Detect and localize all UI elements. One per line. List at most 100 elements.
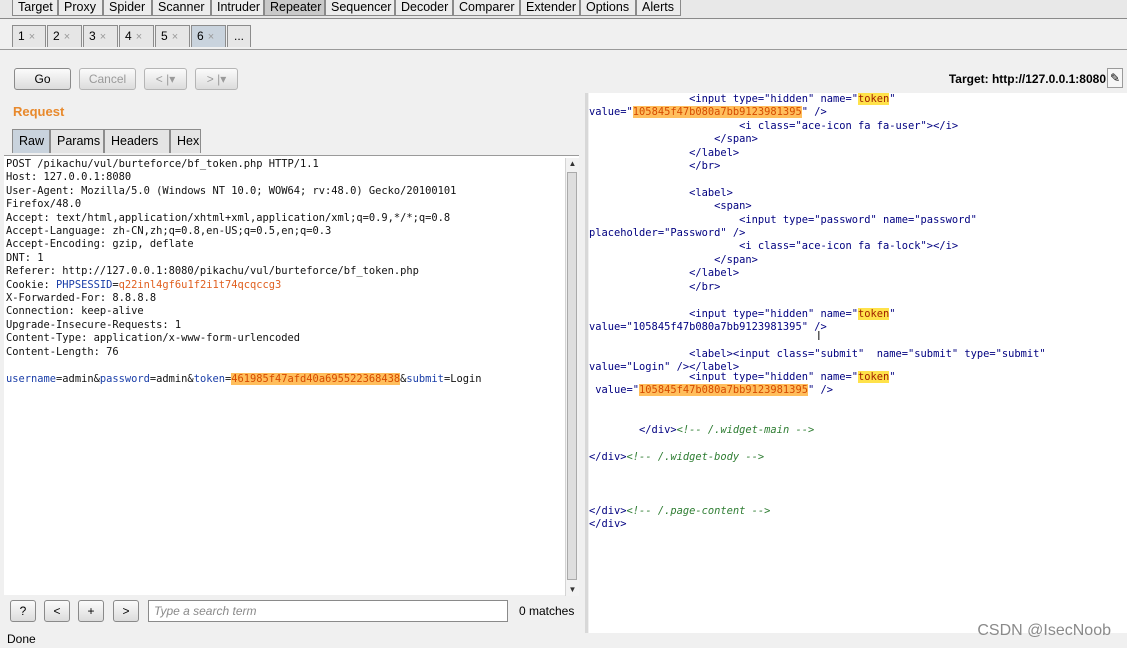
repeater-tab-3[interactable]: 3× bbox=[83, 25, 118, 47]
repeater-tab-label: 1 bbox=[18, 29, 25, 43]
new-tab-button[interactable]: ... bbox=[227, 25, 251, 47]
close-icon[interactable]: × bbox=[135, 31, 143, 43]
help-button[interactable]: ? bbox=[10, 600, 36, 622]
text-cursor-icon: I bbox=[817, 328, 821, 343]
request-line: Accept: text/html,application/xhtml+xml,… bbox=[6, 211, 451, 224]
repeater-tab-6[interactable]: 6× bbox=[191, 25, 226, 47]
tab-raw[interactable]: Raw bbox=[12, 129, 50, 153]
tab-comparer[interactable]: Comparer bbox=[453, 0, 520, 16]
close-icon[interactable]: × bbox=[207, 31, 215, 43]
tab-spider[interactable]: Spider bbox=[103, 0, 152, 16]
cookie-value: q22inl4gf6u1f2i1t74qcqccg3 bbox=[118, 278, 282, 291]
close-icon[interactable]: × bbox=[171, 31, 179, 43]
next-match-button[interactable]: > bbox=[113, 600, 139, 622]
cancel-button[interactable]: Cancel bbox=[79, 68, 136, 90]
repeater-tab-label: 2 bbox=[53, 29, 60, 43]
tab-repeater[interactable]: Repeater bbox=[264, 0, 325, 16]
token-value-highlight: 461985f47afd40a695522368438 bbox=[231, 372, 401, 385]
close-icon[interactable]: × bbox=[63, 31, 71, 43]
cookie-eq: = bbox=[112, 278, 119, 291]
repeater-tab-label: 4 bbox=[125, 29, 132, 43]
tab-decoder[interactable]: Decoder bbox=[395, 0, 453, 16]
request-line: DNT: 1 bbox=[6, 251, 44, 264]
response-line: </div><!-- /.page-content --> bbox=[589, 504, 771, 517]
request-line: Accept-Encoding: gzip, deflate bbox=[6, 238, 194, 251]
repeater-tab-label: 5 bbox=[161, 29, 168, 43]
tab-intruder[interactable]: Intruder bbox=[211, 0, 264, 16]
repeater-tab-4[interactable]: 4× bbox=[119, 25, 154, 47]
request-editor[interactable]: POST /pikachu/vul/burteforce/bf_token.ph… bbox=[4, 155, 579, 596]
watermark: CSDN @IsecNoob bbox=[977, 622, 1111, 639]
target-label[interactable]: Target: http://127.0.0.1:8080 bbox=[948, 72, 1106, 86]
request-line: Content-Type: application/x-www-form-url… bbox=[6, 332, 301, 345]
param-value: =admin& bbox=[56, 372, 100, 385]
param-submit: submit bbox=[406, 372, 444, 385]
response-line: <input type="hidden" name="token" bbox=[589, 93, 896, 105]
response-line: value="105845f47b080a7bb9123981395" /> bbox=[589, 383, 833, 396]
go-button[interactable]: Go bbox=[14, 68, 71, 90]
response-text[interactable]: <input type="hidden" name="token" value="… bbox=[589, 93, 1046, 531]
request-line: X-Forwarded-For: 8.8.8.8 bbox=[6, 292, 157, 305]
response-line: <input type="password" name="password" bbox=[589, 213, 977, 226]
response-editor[interactable]: <input type="hidden" name="token" value="… bbox=[589, 93, 1127, 633]
repeater-tab-2[interactable]: 2× bbox=[47, 25, 82, 47]
response-line: <span> bbox=[589, 200, 752, 213]
close-icon[interactable]: × bbox=[28, 31, 36, 43]
param-value: =Login bbox=[443, 372, 482, 385]
request-line: Connection: keep-alive bbox=[6, 305, 144, 318]
html-comment: <!-- /.widget-body --> bbox=[626, 450, 765, 463]
tab-scanner[interactable]: Scanner bbox=[152, 0, 211, 16]
response-line: </div> bbox=[589, 518, 627, 530]
repeater-tab-5[interactable]: 5× bbox=[155, 25, 190, 47]
previous-match-button[interactable]: < bbox=[44, 600, 70, 622]
request-scrollbar[interactable]: ▲ ▼ bbox=[565, 158, 579, 596]
tab-hex[interactable]: Hex bbox=[170, 129, 201, 153]
scroll-up-icon[interactable]: ▲ bbox=[568, 159, 577, 168]
response-line: <label><input class="submit" name="submi… bbox=[589, 347, 1046, 360]
request-line: Content-Length: 76 bbox=[6, 345, 119, 358]
split-divider[interactable] bbox=[585, 93, 588, 633]
request-text[interactable]: POST /pikachu/vul/burteforce/bf_token.ph… bbox=[6, 158, 482, 386]
response-line: </label> bbox=[589, 267, 740, 280]
token-highlight: token bbox=[858, 307, 890, 320]
param-token: token bbox=[193, 372, 225, 385]
scroll-down-icon[interactable]: ▼ bbox=[568, 585, 577, 594]
response-line: </span> bbox=[589, 133, 758, 146]
pencil-icon[interactable]: ✎ bbox=[1107, 68, 1123, 88]
repeater-tab-1[interactable]: 1× bbox=[12, 25, 46, 47]
tab-sequencer[interactable]: Sequencer bbox=[325, 0, 395, 16]
scroll-thumb[interactable] bbox=[567, 172, 577, 580]
tab-proxy[interactable]: Proxy bbox=[58, 0, 103, 16]
request-line: Firefox/48.0 bbox=[6, 198, 82, 211]
forward-button[interactable]: > |▾ bbox=[195, 68, 238, 90]
response-line: </div><!-- /.widget-body --> bbox=[589, 450, 765, 463]
repeater-tab-label: 3 bbox=[89, 29, 96, 43]
response-line: value="Login" /></label> bbox=[589, 361, 740, 374]
tab-target[interactable]: Target bbox=[12, 0, 58, 16]
response-line: <i class="ace-icon fa fa-user"></i> bbox=[589, 119, 959, 132]
close-icon[interactable]: × bbox=[99, 31, 107, 43]
response-line: </label> bbox=[589, 146, 740, 159]
response-line: </br> bbox=[589, 280, 721, 293]
tab-alerts[interactable]: Alerts bbox=[636, 0, 681, 16]
tab-headers[interactable]: Headers bbox=[104, 129, 170, 153]
request-line: Upgrade-Insecure-Requests: 1 bbox=[6, 318, 182, 331]
token-highlight: token bbox=[858, 370, 890, 383]
tab-options[interactable]: Options bbox=[580, 0, 636, 16]
response-line: </br> bbox=[589, 160, 721, 173]
search-input[interactable]: Type a search term bbox=[148, 600, 508, 622]
tab-params[interactable]: Params bbox=[50, 129, 104, 153]
response-line: <label> bbox=[589, 186, 733, 199]
token-highlight: token bbox=[858, 93, 890, 105]
response-line: placeholder="Password" /> bbox=[589, 227, 746, 240]
back-button[interactable]: < |▾ bbox=[144, 68, 187, 90]
repeater-tab-bar: 1× 2× 3× 4× 5× 6× ... bbox=[0, 19, 1127, 50]
status-text: Done bbox=[7, 632, 36, 646]
param-password: password bbox=[99, 372, 150, 385]
response-line: </span> bbox=[589, 253, 758, 266]
search-options-button[interactable]: + bbox=[78, 600, 104, 622]
tab-extender[interactable]: Extender bbox=[520, 0, 580, 16]
response-line: <i class="ace-icon fa fa-lock"></i> bbox=[589, 240, 959, 253]
request-line: Referer: http://127.0.0.1:8080/pikachu/v… bbox=[6, 265, 419, 278]
token-value-highlight: 105845f47b080a7bb9123981395 bbox=[632, 106, 802, 119]
